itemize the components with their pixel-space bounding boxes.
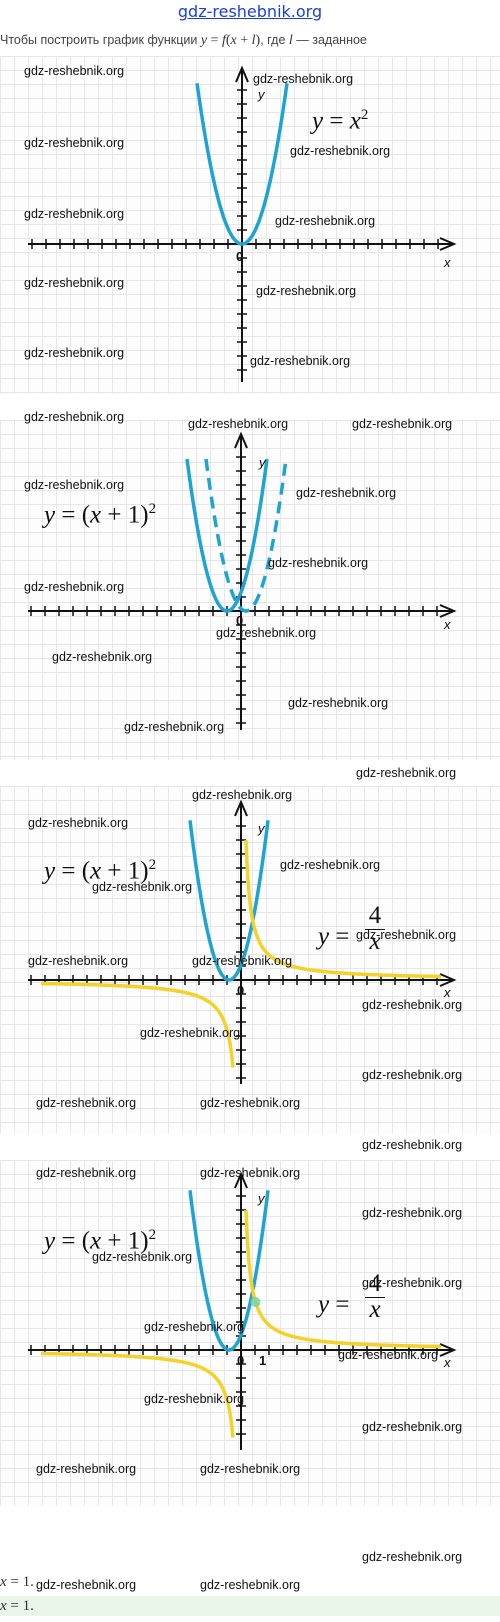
origin-label: 0 — [236, 613, 244, 628]
watermark: gdz-reshebnik.org — [28, 816, 129, 830]
watermark: gdz-reshebnik.org — [52, 650, 153, 664]
intro-text: Чтобы построить график функции y = f(x +… — [0, 33, 367, 48]
parabola-dashed-original — [204, 458, 288, 613]
answer-line-2: x = 1. — [0, 1596, 500, 1616]
x-axis-arrow — [439, 973, 457, 987]
watermark: gdz-reshebnik.org — [140, 1026, 241, 1040]
x-axis-arrow — [439, 604, 457, 618]
watermark: gdz-reshebnik.org — [362, 1138, 463, 1152]
watermark: gdz-reshebnik.org — [288, 696, 389, 710]
watermark: gdz-reshebnik.org — [124, 720, 225, 734]
watermark: gdz-reshebnik.org — [24, 136, 125, 150]
y-axis-arrow — [235, 65, 249, 83]
hyperbola-right-branch — [244, 839, 441, 979]
graph-3-svg — [28, 799, 457, 1084]
watermark: gdz-reshebnik.org — [36, 1166, 137, 1180]
watermark: gdz-reshebnik.org — [24, 346, 125, 360]
x-axis-arrow — [439, 237, 457, 251]
graph-panel-3: y = (x + 1)2 y = 4 x y x 0 gdz-reshebnik… — [0, 786, 500, 1134]
x-axis-label: x — [444, 255, 451, 270]
watermark: gdz-reshebnik.org — [362, 1276, 463, 1290]
watermark: gdz-reshebnik.org — [268, 556, 369, 570]
watermark: gdz-reshebnik.org — [280, 858, 381, 872]
watermark: gdz-reshebnik.org — [290, 144, 391, 158]
graph-panel-1: y = x2 y x 0 gdz-reshebnik.org gdz-reshe… — [0, 56, 500, 394]
watermark: gdz-reshebnik.org — [192, 788, 293, 802]
formula-y-x-plus-1-squared: y = (x + 1)2 — [44, 857, 157, 885]
watermark: gdz-reshebnik.org — [28, 954, 129, 968]
watermark: gdz-reshebnik.org — [356, 928, 457, 942]
y-axis-label: y — [258, 87, 265, 102]
watermark: gdz-reshebnik.org — [362, 998, 463, 1012]
watermark: gdz-reshebnik.org — [356, 766, 457, 780]
graph-panel-4: y = (x + 1)2 y = 4 x y x 0 1 gdz-reshebn… — [0, 1160, 500, 1506]
hyperbola-left-branch — [41, 981, 235, 1068]
watermark: gdz-reshebnik.org — [36, 1578, 137, 1592]
watermark: gdz-reshebnik.org — [144, 1392, 245, 1406]
watermark: gdz-reshebnik.org — [275, 214, 376, 228]
formula-y-x-plus-1-squared: y = (x + 1)2 — [44, 501, 157, 529]
watermark: gdz-reshebnik.org — [36, 1096, 137, 1110]
formula-y-4-over-x-lhs: y = — [318, 923, 350, 950]
y-axis-label: y — [259, 455, 266, 470]
watermark: gdz-reshebnik.org — [352, 417, 453, 431]
y-axis-label: y — [258, 1191, 265, 1206]
watermark: gdz-reshebnik.org — [362, 1420, 463, 1434]
formula-y-x-plus-1-squared: y = (x + 1)2 — [44, 1227, 157, 1255]
watermark: gdz-reshebnik.org — [200, 1096, 301, 1110]
x-axis-label: x — [444, 1355, 451, 1370]
graph-4-svg — [28, 1171, 457, 1450]
watermark: gdz-reshebnik.org — [338, 1348, 439, 1362]
watermark: gdz-reshebnik.org — [362, 1068, 463, 1082]
y-axis-arrow — [234, 431, 248, 449]
watermark: gdz-reshebnik.org — [24, 478, 125, 492]
watermark: gdz-reshebnik.org — [144, 1320, 245, 1334]
graph-2-svg — [28, 431, 457, 730]
watermark: gdz-reshebnik.org — [188, 417, 289, 431]
watermark: gdz-reshebnik.org — [200, 1462, 301, 1476]
watermark: gdz-reshebnik.org — [296, 486, 397, 500]
parabola-shifted — [188, 1190, 270, 1352]
y-axis-label: y — [258, 821, 265, 836]
watermark: gdz-reshebnik.org — [250, 354, 351, 368]
tick-one-label: 1 — [259, 1353, 267, 1368]
watermark: gdz-reshebnik.org — [24, 207, 125, 221]
watermark: gdz-reshebnik.org — [24, 580, 125, 594]
site-title-link[interactable]: gdz-reshebnik.org — [177, 2, 323, 21]
watermark: gdz-reshebnik.org — [92, 1250, 193, 1264]
watermark: gdz-reshebnik.org — [256, 284, 357, 298]
x-axis-label: x — [444, 617, 451, 632]
parabola-y-x-squared — [195, 82, 289, 246]
hyperbola-right-branch — [244, 1209, 441, 1349]
intersection-point — [250, 1297, 261, 1307]
watermark: gdz-reshebnik.org — [200, 1578, 301, 1592]
graph-1-svg — [28, 65, 457, 382]
hyperbola-left-branch — [41, 1351, 235, 1438]
watermark: gdz-reshebnik.org — [92, 880, 193, 894]
y-axis-arrow — [234, 799, 248, 817]
x-axis-label: x — [444, 985, 451, 1000]
watermark: gdz-reshebnik.org — [24, 276, 125, 290]
formula-y-x-squared: y = x2 — [312, 107, 369, 135]
watermark: gdz-reshebnik.org — [24, 64, 125, 78]
watermark: gdz-reshebnik.org — [362, 1550, 463, 1564]
origin-label: 0 — [236, 249, 244, 264]
origin-label: 0 — [237, 1353, 245, 1368]
watermark: gdz-reshebnik.org — [253, 72, 354, 86]
watermark: gdz-reshebnik.org — [362, 1206, 463, 1220]
parabola-shifted — [185, 458, 269, 613]
y-axis-arrow — [234, 1171, 248, 1189]
x-axis-arrow — [439, 1343, 457, 1357]
watermark: gdz-reshebnik.org — [216, 626, 317, 640]
formula-y-4-over-x-lhs: y = — [318, 1291, 350, 1318]
origin-label: 0 — [237, 983, 245, 998]
watermark: gdz-reshebnik.org — [24, 410, 125, 424]
answer-line-1: x = 1. — [0, 1574, 34, 1590]
watermark: gdz-reshebnik.org — [192, 954, 293, 968]
parabola-shifted — [188, 820, 270, 982]
graph-panel-2: y = (x + 1)2 y x 0 gdz-reshebnik.org gdz… — [0, 410, 500, 760]
watermark: gdz-reshebnik.org — [200, 1166, 301, 1180]
watermark: gdz-reshebnik.org — [36, 1462, 137, 1476]
